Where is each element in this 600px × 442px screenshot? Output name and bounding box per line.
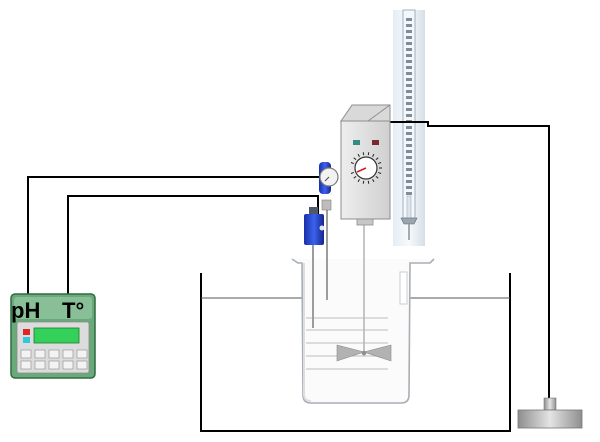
burette-graduation-mark: [406, 54, 412, 57]
burette-graduation-mark: [406, 30, 412, 33]
stirrer-controller-cable: [390, 121, 550, 398]
impeller-blades: [336, 344, 392, 362]
burette-graduation-mark: [406, 60, 412, 63]
meter-display: [33, 327, 80, 344]
meter-key[interactable]: [62, 349, 74, 359]
meter-key[interactable]: [62, 360, 74, 370]
meter-key[interactable]: [34, 360, 46, 370]
dial-tick: [375, 157, 379, 161]
dial-tick: [375, 175, 379, 179]
burette-graduation-mark: [406, 132, 412, 135]
burette-graduation-mark: [406, 72, 412, 75]
dial-tick: [353, 157, 357, 161]
burette-graduation-mark: [406, 114, 412, 117]
meter-key[interactable]: [34, 349, 46, 359]
meter-key[interactable]: [76, 360, 88, 370]
dial-tick: [367, 152, 370, 156]
dial-needle: [356, 167, 367, 173]
temperature-probe-head: [304, 214, 324, 245]
burette-graduation-mark: [406, 84, 412, 87]
meter-key[interactable]: [20, 360, 32, 370]
stirrer-controller: [340, 104, 391, 226]
dial-tick: [350, 162, 354, 165]
ph-probe-cable: [27, 176, 322, 294]
dial-tick: [367, 180, 370, 184]
cables: [27, 121, 550, 398]
indicator-light-left: [353, 140, 360, 145]
burette-graduation-mark: [406, 36, 412, 39]
dial-tick: [372, 153, 375, 157]
temperature-probe-cable: [67, 195, 319, 294]
burette-graduation-mark: [406, 24, 412, 27]
dial-tick: [362, 152, 365, 156]
burette-graduation-mark: [406, 48, 412, 51]
dial-tick: [357, 179, 360, 183]
burette-graduation-mark: [406, 66, 412, 69]
meter-key[interactable]: [48, 349, 60, 359]
burette-graduation-mark: [406, 102, 412, 105]
indicator-light-right: [372, 140, 379, 145]
stand-base: [517, 397, 583, 429]
burette-graduation-mark: [406, 162, 412, 165]
ph-electrode: [319, 162, 339, 300]
dial-tick: [362, 180, 365, 184]
speed-dial[interactable]: [350, 152, 382, 184]
meter-key[interactable]: [48, 360, 60, 370]
ph-temperature-meter[interactable]: pH T°: [10, 293, 96, 379]
burette-graduations: [406, 18, 412, 195]
burette-graduation-mark: [406, 18, 412, 21]
burette-graduation-mark: [406, 180, 412, 183]
burette-graduation-mark: [406, 192, 412, 195]
dial-tick: [372, 179, 375, 183]
burette-graduation-mark: [406, 138, 412, 141]
burette-graduation-mark: [406, 78, 412, 81]
burette-graduation-mark: [406, 174, 412, 177]
burette-graduation-mark: [406, 126, 412, 129]
burette-graduation-mark: [406, 108, 412, 111]
meter-key[interactable]: [20, 349, 32, 359]
burette-graduation-mark: [406, 186, 412, 189]
burette-graduation-mark: [406, 90, 412, 93]
burette-graduation-mark: [406, 42, 412, 45]
dial-tick: [378, 162, 382, 165]
dial-tick: [357, 153, 360, 157]
meter-keypad: [20, 349, 88, 370]
burette-graduation-mark: [406, 144, 412, 147]
dial-tick: [378, 171, 382, 174]
stirrer: [336, 218, 392, 362]
meter-led-red: [23, 329, 30, 335]
dial-tick: [353, 175, 357, 179]
burette-graduation-mark: [406, 96, 412, 99]
meter-led-cyan: [23, 337, 30, 343]
meter-key[interactable]: [76, 349, 88, 359]
ph-label: pH: [11, 298, 40, 323]
burette-graduation-mark: [406, 150, 412, 153]
burette: [393, 9, 425, 246]
temperature-probe: [304, 207, 325, 328]
burette-graduation-mark: [406, 156, 412, 159]
dial-tick: [350, 171, 354, 174]
temperature-label: T°: [62, 298, 84, 323]
burette-graduation-mark: [406, 168, 412, 171]
burette-stopcock: [400, 217, 418, 225]
